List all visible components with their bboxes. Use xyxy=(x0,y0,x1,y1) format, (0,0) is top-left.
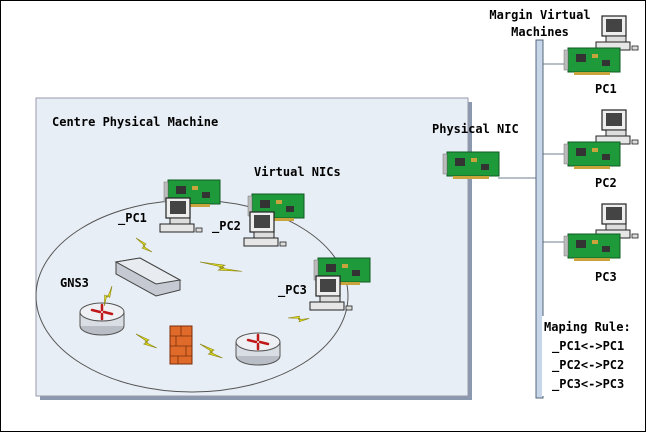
virtual-pc1-label: _PC1 xyxy=(118,211,147,225)
mapping-rule-row: _PC3<->PC3 xyxy=(552,377,625,391)
margin-pc2-label: PC2 xyxy=(595,176,617,190)
firewall-icon xyxy=(169,325,193,365)
mapping-rule-row: _PC2<->PC2 xyxy=(552,358,625,372)
margin-vm-label: Margin Virtual Machines xyxy=(489,8,591,39)
router-left-icon xyxy=(78,301,126,337)
network-bus xyxy=(535,39,544,399)
margin-pc2-icon xyxy=(563,109,639,170)
physical-nic-icon xyxy=(442,151,500,180)
margin-pc3-icon xyxy=(563,203,639,262)
margin-pc3-label: PC3 xyxy=(595,270,617,284)
gns3-label: GNS3 xyxy=(60,276,89,290)
margin-pc1-label: PC1 xyxy=(595,82,617,96)
mapping-rule: Maping Rule: _PC1<->PC1 _PC2<->PC2 _PC3<… xyxy=(542,316,633,396)
connection-lines xyxy=(498,63,565,243)
virtual-pc2-label: _PC2 xyxy=(212,219,241,233)
virtual-nics-label: Virtual NICs xyxy=(254,165,341,179)
router-right-icon xyxy=(234,331,282,367)
mapping-rule-title: Maping Rule: xyxy=(544,320,631,334)
switch-icon xyxy=(114,257,182,297)
mapping-rule-row: _PC1<->PC1 xyxy=(552,339,625,353)
centre-machine-label: Centre Physical Machine xyxy=(52,115,219,129)
physical-nic-label: Physical NIC xyxy=(432,122,519,136)
virtual-pc3-label: _PC3 xyxy=(278,283,307,297)
